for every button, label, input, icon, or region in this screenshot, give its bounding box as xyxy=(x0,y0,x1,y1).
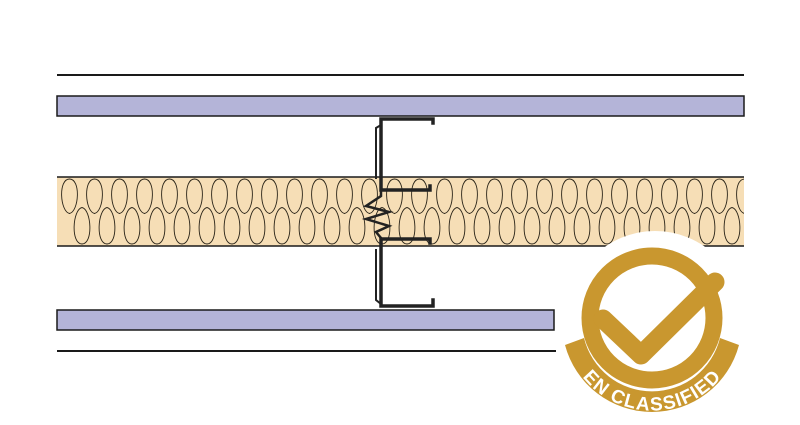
checkmark-seal-icon xyxy=(593,272,725,365)
insulation-loops xyxy=(61,178,744,245)
badge-text-band xyxy=(565,338,739,412)
insulation-pattern xyxy=(61,178,744,245)
top-plasterboard xyxy=(56,95,745,117)
badge-ring xyxy=(581,247,723,389)
lower-channel-flange xyxy=(375,249,383,306)
upper-channel-flange xyxy=(375,123,383,179)
bottom-plasterboard xyxy=(56,309,555,331)
en-classified-badge: EN CLASSIFIED xyxy=(565,231,742,416)
upper-c-channel xyxy=(379,117,435,192)
steel-stud-assembly xyxy=(361,117,435,308)
lower-c-channel xyxy=(379,237,435,308)
resilient-connector xyxy=(361,188,394,240)
